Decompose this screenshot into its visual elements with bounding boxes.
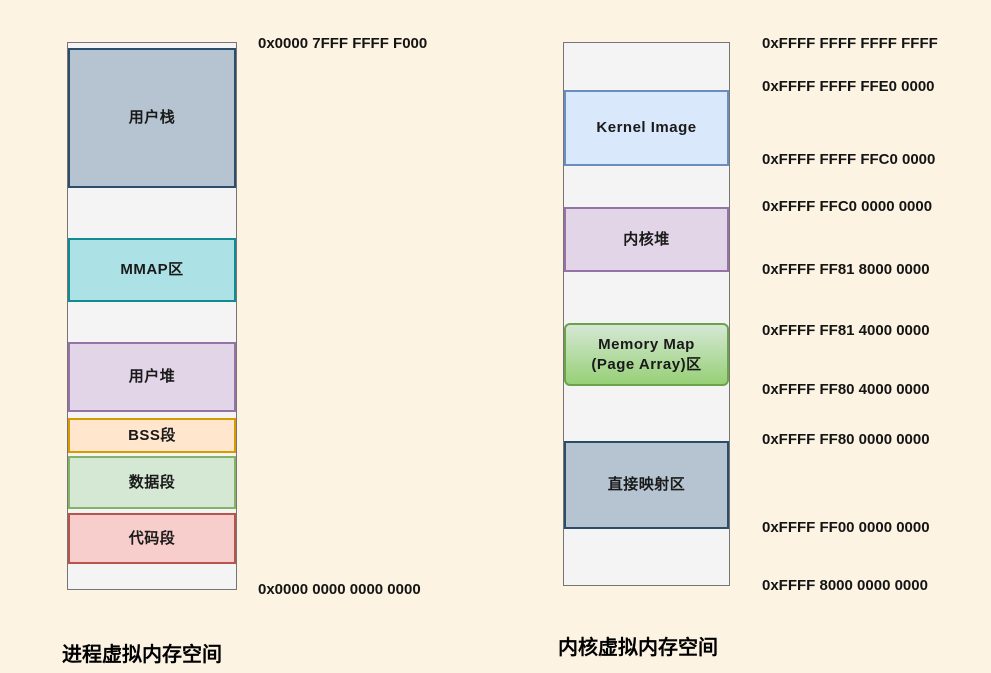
process-code-segment-label: 代码段: [128, 529, 176, 547]
process-user-heap-label: 用户堆: [128, 368, 176, 386]
kernel-addr-ff81-4000: 0xFFFF FF81 4000 0000: [762, 322, 930, 339]
kernel-memory-map-page-array-block: Memory Map (Page Array)区: [564, 323, 729, 386]
process-bss-segment-label: BSS段: [128, 426, 176, 444]
kernel-memory-column: Kernel Image 内核堆 Memory Map (Page Array)区直…: [563, 42, 730, 586]
kernel-addr-ff80-4000: 0xFFFF FF80 4000 0000: [762, 381, 930, 398]
kernel-addr-top: 0xFFFF FFFF FFFF FFFF: [762, 35, 938, 52]
kernel-kernel-image-block: Kernel Image: [564, 90, 729, 166]
process-data-segment-label: 数据段: [128, 473, 176, 491]
process-memory-title: 进程虚拟内存空间: [62, 644, 222, 666]
process-memory-column: 用户栈 MMAP区用户堆 BSS段数据段代码段: [67, 42, 237, 590]
kernel-kernel-heap-block: 内核堆: [564, 207, 729, 272]
kernel-addr-ff81-8000: 0xFFFF FF81 8000 0000: [762, 261, 930, 278]
process-bottom-address: 0x0000 0000 0000 0000: [258, 581, 421, 598]
kernel-addr-ffc0-low: 0xFFFF FFFF FFC0 0000: [762, 151, 936, 168]
process-bss-segment-block: BSS段: [68, 418, 236, 453]
kernel-addr-bottom: 0xFFFF 8000 0000 0000: [762, 577, 928, 594]
kernel-memory-title: 内核虚拟内存空间: [558, 637, 718, 659]
process-mmap-area-label: MMAP区: [120, 261, 184, 279]
kernel-addr-ff80-0000: 0xFFFF FF80 0000 0000: [762, 431, 930, 448]
process-user-stack-block: 用户栈: [68, 48, 236, 188]
process-user-stack-label: 用户栈: [128, 109, 176, 127]
process-top-address: 0x0000 7FFF FFFF F000: [258, 35, 428, 52]
process-mmap-area-block: MMAP区: [68, 238, 236, 302]
kernel-addr-ffe0: 0xFFFF FFFF FFE0 0000: [762, 78, 935, 95]
kernel-addr-ff00: 0xFFFF FF00 0000 0000: [762, 519, 930, 536]
process-code-segment-block: 代码段: [68, 513, 236, 564]
kernel-kernel-heap-label: 内核堆: [623, 230, 670, 248]
kernel-kernel-image-label: Kernel Image: [596, 119, 697, 137]
kernel-addr-ffc0-high: 0xFFFF FFC0 0000 0000: [762, 198, 933, 215]
process-data-segment-block: 数据段: [68, 456, 236, 509]
process-user-heap-block: 用户堆: [68, 342, 236, 412]
kernel-memory-map-page-array-label: Memory Map (Page Array)区: [591, 336, 702, 373]
kernel-direct-mapping-area-block: 直接映射区: [564, 441, 729, 529]
kernel-direct-mapping-area-label: 直接映射区: [607, 476, 686, 494]
